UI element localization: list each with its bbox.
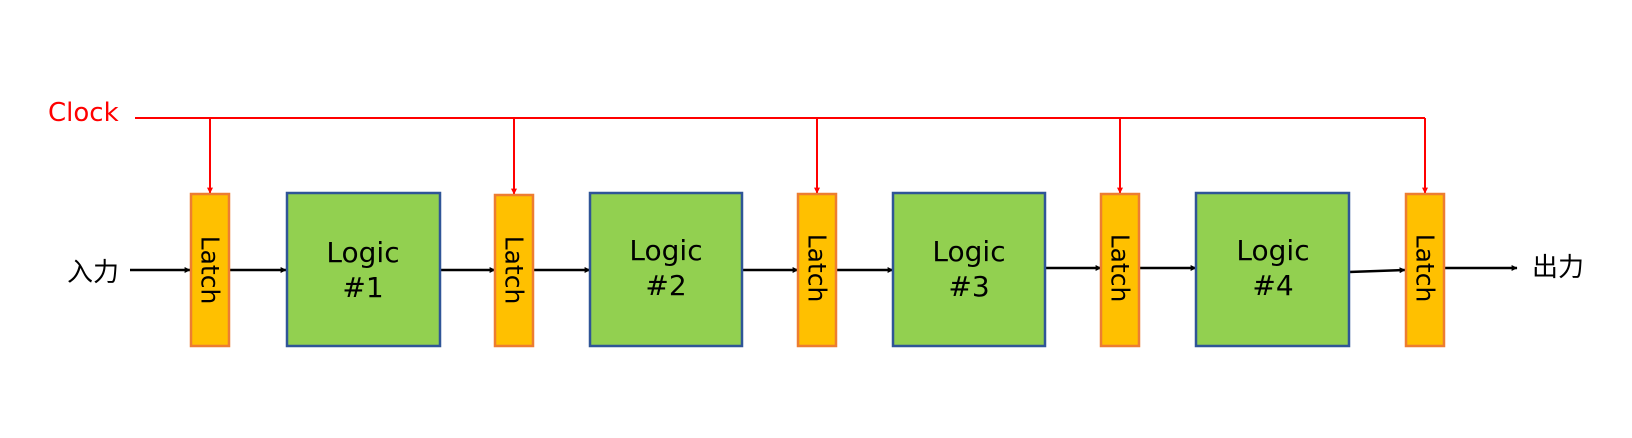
logic-block-3-title: Logic <box>932 235 1005 268</box>
latch-3-box <box>796 192 838 348</box>
logic-block-1-title: Logic <box>326 236 399 269</box>
input-label: 入力 <box>67 258 119 288</box>
latch-5-label: Latch <box>1411 234 1440 303</box>
latch-1-box <box>189 192 231 348</box>
latch-2: Latch <box>493 193 535 348</box>
logic-block-3-box <box>891 191 1047 348</box>
logic-block-4-number: #4 <box>1252 269 1293 302</box>
logic-block-1-box <box>285 191 442 348</box>
latch-5-box <box>1404 192 1446 348</box>
latch-3-label: Latch <box>803 234 832 303</box>
logic-block-2-title: Logic <box>629 234 702 267</box>
logic-block-3: Logic #3 <box>891 191 1047 348</box>
logic-block-4-box <box>1194 191 1351 348</box>
logic-block-2: Logic #2 <box>588 191 744 348</box>
clock-label: Clock <box>48 98 119 128</box>
latch-4-label: Latch <box>1106 234 1135 303</box>
logic-block-2-number: #2 <box>645 269 686 302</box>
latch-4: Latch <box>1099 192 1141 348</box>
logic-block-4-title: Logic <box>1236 234 1309 267</box>
logic-block-1: Logic #1 <box>285 191 442 348</box>
logic-block-4: Logic #4 <box>1194 191 1351 348</box>
output-label: 出力 <box>1532 253 1584 283</box>
latch-2-label: Latch <box>500 236 529 305</box>
latch-1-label: Latch <box>196 236 225 305</box>
latch-5: Latch <box>1404 192 1446 348</box>
arrow-logic4-latch5 <box>1348 267 1406 274</box>
logic-block-2-box <box>588 191 744 348</box>
logic-block-3-number: #3 <box>948 270 989 303</box>
latch-2-box <box>493 193 535 348</box>
latch-4-box <box>1099 192 1141 348</box>
latch-3: Latch <box>796 192 838 348</box>
latch-1: Latch <box>189 192 231 348</box>
logic-block-1-number: #1 <box>342 271 383 304</box>
